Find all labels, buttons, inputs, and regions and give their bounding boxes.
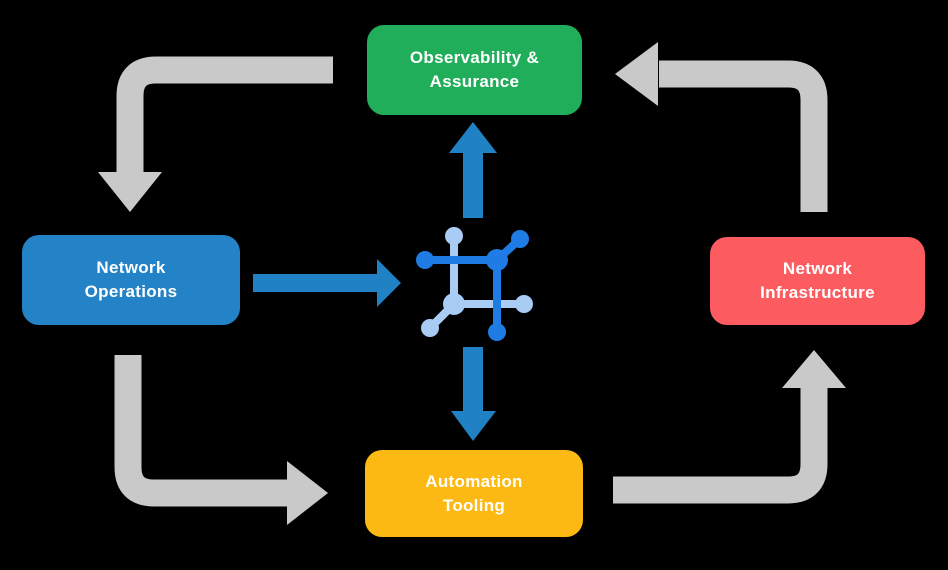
- network-mesh-dark-part: [416, 230, 529, 341]
- node-automation-tooling: Automation Tooling: [365, 450, 583, 537]
- flow-arrow-operations-to-center: [253, 259, 401, 307]
- node-label-line: Observability &: [409, 48, 540, 67]
- node-label-line: Operations: [84, 282, 178, 301]
- icon-node: [421, 319, 439, 337]
- network-mesh-light-part: [421, 227, 533, 337]
- icon-node: [416, 251, 434, 269]
- arrow-head-down-icon: [98, 172, 162, 212]
- arrow-shaft: [613, 388, 828, 504]
- flow-arrow-center-to-automation: [451, 347, 496, 441]
- arrow-shaft: [659, 60, 828, 212]
- arrow-head-right-icon: [377, 259, 401, 307]
- icon-node: [488, 323, 506, 341]
- arrow-shaft: [116, 56, 333, 173]
- network-mesh-icon: [416, 227, 533, 341]
- cycle-arrow-automation-to-infrastructure: [613, 350, 846, 504]
- icon-node: [445, 227, 463, 245]
- arrow-head-up-icon: [449, 122, 497, 153]
- arrow-head-down-icon: [451, 411, 496, 441]
- arrow-shaft: [114, 355, 288, 507]
- arrow-head-right-icon: [287, 461, 328, 525]
- node-label-line: Network: [782, 259, 853, 278]
- node-network-infrastructure: Network Infrastructure: [710, 237, 925, 325]
- icon-corner-node: [443, 293, 465, 315]
- cycle-arrow-observability-to-operations: [98, 56, 333, 212]
- icon-node: [511, 230, 529, 248]
- icon-node: [515, 295, 533, 313]
- arrow-head-left-icon: [615, 42, 658, 106]
- cycle-arrow-infrastructure-to-observability: [615, 42, 828, 212]
- node-label-line: Tooling: [442, 495, 506, 515]
- node-label-line: Assurance: [429, 72, 520, 91]
- node-network-operations: Network Operations: [22, 235, 240, 325]
- arrow-shaft: [253, 274, 377, 292]
- icon-corner-node: [486, 249, 508, 271]
- node-observability-assurance: Observability & Assurance: [367, 25, 582, 115]
- arrow-shaft: [463, 151, 483, 218]
- arrow-shaft: [463, 347, 483, 413]
- flow-arrow-center-to-observability: [449, 122, 497, 218]
- node-label-line: Network: [96, 258, 166, 277]
- node-label-line: Automation: [425, 471, 523, 491]
- node-label-line: Infrastructure: [760, 283, 875, 302]
- cycle-arrow-operations-to-automation: [114, 355, 328, 525]
- arrow-head-up-icon: [782, 350, 846, 388]
